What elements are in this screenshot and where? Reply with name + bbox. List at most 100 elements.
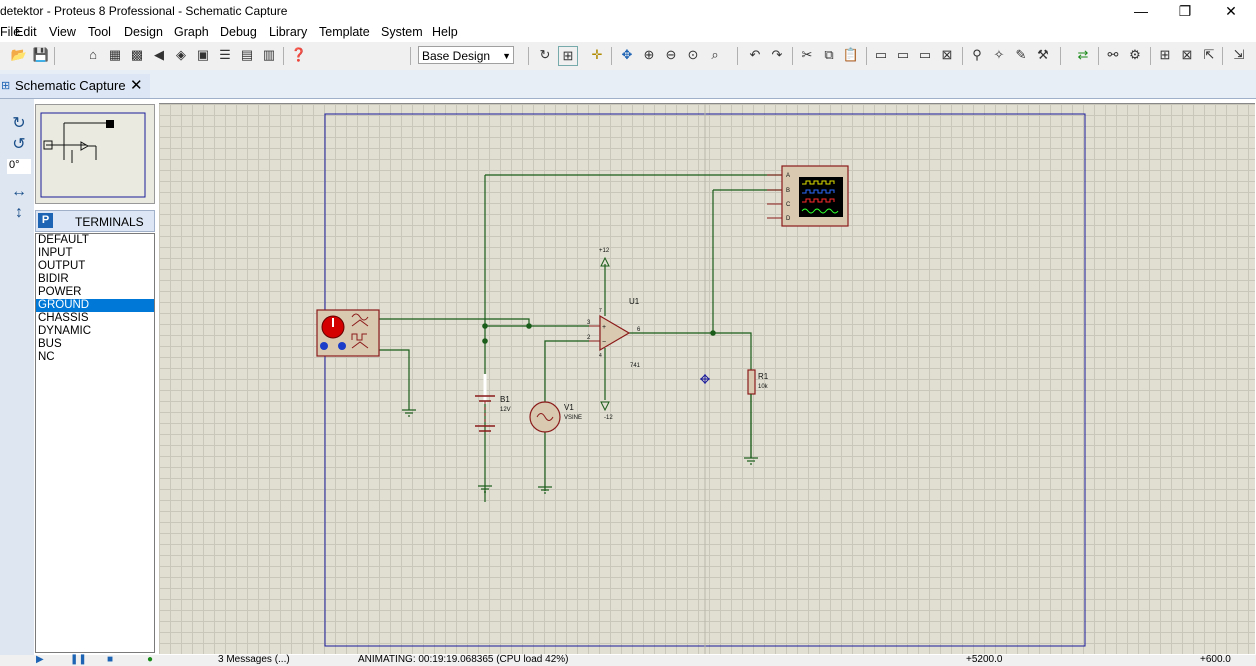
undo-icon[interactable]: ↶ bbox=[749, 47, 761, 62]
remove-sheet-icon[interactable]: ⊠ bbox=[1181, 47, 1193, 62]
sine-source-v1: V1 VSINE bbox=[529, 401, 582, 433]
terminal-nc[interactable]: NC bbox=[38, 351, 55, 363]
pause-icon[interactable]: ❚❚ bbox=[70, 654, 87, 665]
menu-design[interactable]: Design bbox=[124, 25, 163, 39]
u1-pin7: 7 bbox=[599, 308, 602, 314]
zoom-all-icon[interactable]: ⊙ bbox=[687, 47, 699, 62]
paste-icon[interactable]: 📋 bbox=[842, 47, 860, 62]
schematic-canvas[interactable]: A B C D + − U1 741 3 2 6 7 4 +12 -12 bbox=[159, 103, 1255, 654]
cursor-marker bbox=[700, 374, 710, 384]
pick-device-icon[interactable]: ⚲ bbox=[972, 47, 982, 62]
toolbar-separator bbox=[792, 47, 793, 65]
b1-ref: B1 bbox=[500, 395, 510, 404]
menu-debug[interactable]: Debug bbox=[220, 25, 257, 39]
3d-view-icon[interactable]: ◈ bbox=[176, 47, 186, 62]
block-rotate-icon[interactable]: ▭ bbox=[918, 47, 932, 62]
pcb-icon[interactable]: ▩ bbox=[130, 47, 144, 62]
close-window-button[interactable]: ✕ bbox=[1225, 3, 1237, 19]
make-device-icon[interactable]: ✧ bbox=[993, 47, 1005, 62]
terminal-bidir[interactable]: BIDIR bbox=[38, 273, 69, 285]
bom-icon[interactable]: ☰ bbox=[219, 47, 231, 62]
redo-icon[interactable]: ↷ bbox=[771, 47, 783, 62]
mirror-horizontal-icon[interactable]: ↔ bbox=[11, 183, 27, 200]
help-icon[interactable]: ❓ bbox=[290, 47, 308, 62]
pick-p-icon[interactable]: P bbox=[38, 213, 53, 228]
cut-icon[interactable]: ✂ bbox=[801, 47, 813, 62]
svg-text:+: + bbox=[602, 324, 606, 331]
toolbar-separator bbox=[528, 47, 529, 65]
menu-library[interactable]: Library bbox=[269, 25, 308, 39]
block-move-icon[interactable]: ▭ bbox=[896, 47, 910, 62]
terminal-ground[interactable]: GROUND bbox=[36, 299, 154, 312]
menu-tool[interactable]: Tool bbox=[88, 25, 111, 39]
svg-text:−: − bbox=[602, 339, 606, 346]
menu-edit[interactable]: Edit bbox=[15, 25, 37, 39]
tab-schematic-capture[interactable]: ⊞ Schematic Capture ✕ bbox=[0, 74, 150, 98]
rotation-field[interactable]: 0° bbox=[7, 159, 31, 174]
resistor-r1: R1 10k bbox=[747, 369, 769, 458]
save-icon[interactable]: 💾 bbox=[32, 47, 50, 62]
new-sheet-icon[interactable]: ⊞ bbox=[1159, 47, 1171, 62]
wire-autorouter-icon[interactable]: ⇄ bbox=[1077, 47, 1089, 62]
terminal-bus[interactable]: BUS bbox=[38, 338, 62, 350]
copy-icon[interactable]: ⧉ bbox=[824, 47, 834, 62]
junctions bbox=[482, 323, 716, 344]
stop-icon[interactable]: ■ bbox=[107, 654, 114, 665]
schematic-tab-icon: ⊞ bbox=[1, 80, 11, 92]
pan-icon[interactable]: ✥ bbox=[621, 47, 633, 62]
u1-part: 741 bbox=[630, 363, 641, 369]
menu-template[interactable]: Template bbox=[319, 25, 370, 39]
simulate-icon[interactable]: ◀ bbox=[154, 47, 164, 62]
gerber-icon[interactable]: ▣ bbox=[196, 47, 210, 62]
animation-status: ANIMATING: 00:19:19.068365 (CPU load 42%… bbox=[358, 654, 569, 665]
terminal-output[interactable]: OUTPUT bbox=[38, 260, 86, 272]
schematic-icon[interactable]: ▦ bbox=[108, 47, 122, 62]
exit-to-parent-icon[interactable]: ⇱ bbox=[1203, 47, 1215, 62]
overview-preview[interactable] bbox=[35, 104, 155, 204]
toolbar-separator bbox=[1098, 47, 1099, 65]
block-copy-icon[interactable]: ▭ bbox=[874, 47, 888, 62]
design-select[interactable]: Base Design ▼ bbox=[418, 46, 514, 64]
messages-count[interactable]: 3 Messages (...) bbox=[218, 654, 290, 665]
menu-file[interactable]: File bbox=[0, 25, 21, 39]
notes-icon[interactable]: ▥ bbox=[262, 47, 276, 62]
terminal-input[interactable]: INPUT bbox=[38, 247, 73, 259]
menu-help[interactable]: Help bbox=[432, 25, 458, 39]
home-icon[interactable]: ⌂ bbox=[89, 47, 97, 62]
zoom-area-icon[interactable]: ⌕ bbox=[711, 47, 719, 62]
zoom-in-icon[interactable]: ⊕ bbox=[643, 47, 655, 62]
package-tool-icon[interactable]: ✎ bbox=[1015, 47, 1027, 62]
menu-system[interactable]: System bbox=[381, 25, 423, 39]
scope-channel-d: D bbox=[786, 216, 791, 222]
toolbar-separator bbox=[866, 47, 867, 65]
search-tag-icon[interactable]: ⚯ bbox=[1107, 47, 1119, 62]
terminal-power[interactable]: POWER bbox=[38, 286, 82, 298]
decompose-icon[interactable]: ⚒ bbox=[1037, 47, 1049, 62]
design-explorer-icon[interactable]: ▤ bbox=[240, 47, 254, 62]
block-delete-icon[interactable]: ⊠ bbox=[941, 47, 953, 62]
terminal-default[interactable]: DEFAULT bbox=[38, 234, 89, 246]
toolbar-separator bbox=[54, 47, 55, 65]
grid-toggle-icon[interactable]: ⊞ bbox=[558, 46, 578, 66]
refresh-icon[interactable]: ↻ bbox=[539, 47, 551, 62]
rotate-anticlockwise-icon[interactable]: ↺ bbox=[12, 136, 26, 153]
open-folder-icon[interactable]: 📂 bbox=[10, 47, 28, 62]
main-toolbar: 📂 💾 ⌂ ▦ ▩ ◀ ◈ ▣ ☰ ▤ ▥ ❓ ↻ ⊞ ✛ ✥ ⊕ ⊖ ⊙ ⌕ … bbox=[0, 42, 1256, 70]
menu-view[interactable]: View bbox=[49, 25, 76, 39]
minimize-button[interactable]: — bbox=[1134, 3, 1148, 19]
play-icon[interactable]: ▶ bbox=[36, 654, 44, 665]
netlist-icon[interactable]: ⇲ bbox=[1233, 47, 1245, 62]
messages-icon[interactable]: ● bbox=[147, 654, 154, 665]
origin-icon[interactable]: ✛ bbox=[591, 47, 603, 62]
oscilloscope: A B C D bbox=[767, 165, 849, 227]
mirror-vertical-icon[interactable]: ↕ bbox=[15, 204, 23, 221]
terminal-chassis[interactable]: CHASSIS bbox=[38, 312, 89, 324]
menu-graph[interactable]: Graph bbox=[174, 25, 209, 39]
rotate-clockwise-icon[interactable]: ↻ bbox=[12, 115, 26, 132]
close-tab-icon[interactable]: ✕ bbox=[130, 77, 143, 94]
vminus-label: -12 bbox=[604, 415, 613, 421]
terminal-dynamic[interactable]: DYNAMIC bbox=[38, 325, 92, 337]
property-tool-icon[interactable]: ⚙ bbox=[1129, 47, 1141, 62]
restore-button[interactable]: ❐ bbox=[1178, 3, 1192, 19]
zoom-out-icon[interactable]: ⊖ bbox=[665, 47, 677, 62]
